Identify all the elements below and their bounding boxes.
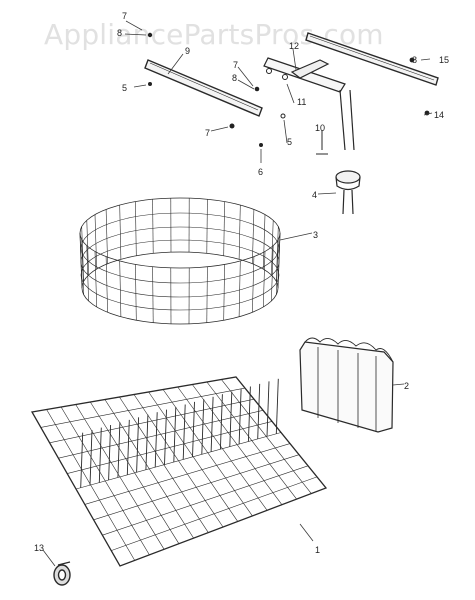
rack-wire [75,432,282,490]
basket-wire [276,239,279,295]
callout-15: 15 [439,55,449,65]
part-13-rack-roller [53,561,71,586]
rack-wire [84,443,291,505]
rack-wire [49,398,255,444]
rack-tine [275,378,279,434]
rack-wire [102,465,309,536]
callout-7-top: 7 [122,11,127,21]
basket-wire [86,245,89,302]
callout-13: 13 [34,543,44,553]
callout-labels: 7 8 9 12 15 7 8 5 11 14 7 10 5 6 4 3 2 1… [34,11,449,555]
basket-ring [80,226,280,298]
rack-wire [40,387,246,428]
basket-ring [80,212,280,284]
basket-wire [105,209,108,264]
callout-9: 9 [185,46,190,56]
basket-wire [119,205,122,260]
rack-wire [111,476,318,551]
rack-tine [192,401,195,457]
basket-wire [152,266,154,323]
callout-7-mid: 7 [233,60,238,70]
part-12-bracket [263,57,355,151]
basket-wire [94,251,97,308]
part-3-wire-basket [79,197,281,325]
rack-tine [108,424,112,481]
rack-tine [98,427,102,483]
basket-wire [263,251,266,308]
basket-wire [206,266,208,323]
basket-wire [271,245,274,302]
basket-wire [252,209,255,264]
callout-14: 14 [434,110,444,120]
basket-wire [135,264,137,321]
callout-11: 11 [297,97,306,107]
basket-wire [94,214,97,270]
callout-5-left: 5 [122,83,127,93]
part-15-right-rail [305,32,439,86]
part-1-dish-rack [30,376,328,567]
part-4-roller [335,170,361,215]
callout-8-mid: 8 [232,73,237,83]
rack-tine [266,381,270,437]
basket-wire [223,264,225,321]
rack-wire [93,454,300,521]
rack-tine [219,394,223,450]
callout-12: 12 [289,41,299,51]
callout-4: 4 [312,190,317,200]
rack-tine [117,422,121,478]
callout-5-right: 5 [287,137,292,147]
rack-tine [154,412,158,468]
basket-wire [152,199,154,254]
rack-tine [247,386,251,442]
rail-fasteners [147,32,430,147]
rack-wire [67,421,273,474]
callout-3: 3 [313,230,318,240]
basket-wire [263,214,266,270]
basket-wire [81,226,84,282]
rack-tine [229,391,233,447]
rack-tine [173,406,177,463]
part-9-left-rail [144,59,263,117]
callout-2: 2 [404,381,409,391]
basket-wire [252,256,255,313]
basket-wire [238,260,241,317]
rack-tine [89,430,93,486]
rack-tine [257,383,261,439]
rack-tine [126,419,130,475]
basket-wire [238,205,241,260]
callout-8-right: 8 [412,55,417,65]
basket-ring [80,239,280,311]
rack-wire [58,410,264,459]
callout-8-top: 8 [117,28,122,38]
basket-wire [206,199,208,254]
basket-wire [119,260,122,317]
rack-tine [80,432,84,488]
rack-tine [238,389,242,445]
basket-wire [81,239,84,295]
callout-7-lower: 7 [205,128,210,138]
basket-wire [86,220,89,276]
basket-wire [135,201,137,256]
basket-wire [223,201,225,256]
basket-wire [276,226,279,282]
basket-wire [105,256,108,313]
part-10-clip [316,130,328,155]
callout-10: 10 [315,123,325,133]
rack-tine [210,396,214,452]
rack-tine [136,417,140,473]
rack-tine [182,404,186,460]
rack-tine [201,399,205,455]
part-2-cutlery-basket [299,337,394,433]
callout-1: 1 [315,545,320,555]
callout-6: 6 [258,167,263,177]
leader-lines [42,20,433,567]
basket-wire [271,220,274,276]
rack-tine [164,409,167,465]
rack-tine [145,414,149,470]
